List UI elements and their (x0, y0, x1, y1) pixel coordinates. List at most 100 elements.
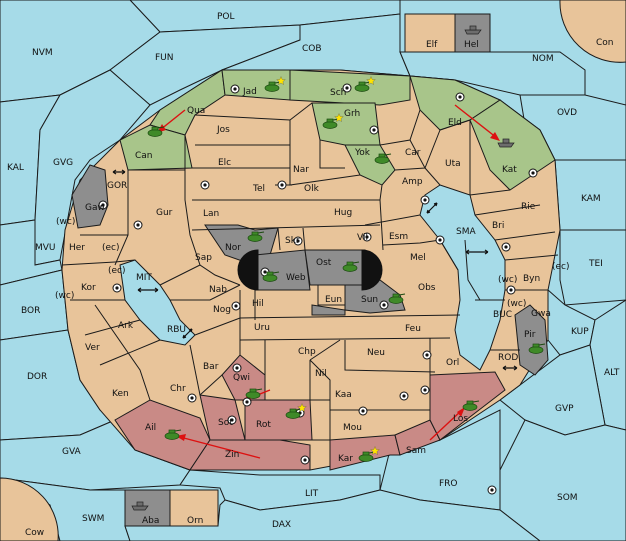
army-unit-kar[interactable] (358, 446, 380, 462)
label-kam: KAM (581, 194, 601, 204)
province-gaw[interactable] (71, 164, 109, 229)
fleet-unit-kat[interactable] (497, 138, 515, 148)
army-unit-yok[interactable] (374, 153, 392, 164)
ship-cabin-icon (502, 138, 510, 144)
tank-body-icon (388, 296, 404, 304)
units (131, 25, 546, 511)
tank-body-icon (247, 234, 263, 242)
label-cow: Cow (25, 528, 44, 538)
label-mvu: MVU (35, 243, 56, 253)
tank-gun-icon (384, 153, 392, 156)
label-eld: Eld (448, 118, 462, 128)
army-unit-ost[interactable] (342, 261, 360, 272)
fleet-unit-hel[interactable] (464, 25, 482, 35)
province-elf[interactable] (404, 13, 456, 53)
label-dax: DAX (272, 520, 291, 530)
label-gwa-wc: (wc) (507, 299, 526, 309)
label-lit: LIT (305, 489, 319, 499)
supply-center-dot (438, 238, 442, 242)
tank-turret-icon (532, 343, 540, 348)
tank-body-icon (462, 403, 478, 411)
label-kat: Kat (502, 165, 517, 175)
tank-turret-icon (392, 293, 400, 298)
label-sun: Sun (361, 295, 378, 305)
label-sam: Sam (406, 446, 426, 456)
label-ken: Ken (112, 389, 129, 399)
tank-gun-icon (255, 388, 263, 391)
label-alt: ALT (604, 368, 620, 378)
sea-mvu[interactable] (0, 219, 63, 286)
label-byn: Byn (523, 274, 540, 284)
label-nom: NOM (532, 54, 554, 64)
label-pol: POL (217, 12, 235, 22)
army-unit-ail[interactable] (164, 429, 182, 440)
label-hel: Hel (464, 40, 479, 50)
army-unit-nor[interactable] (247, 231, 265, 242)
label-mit: MIT (136, 273, 152, 283)
label-skr: Skr (285, 236, 300, 246)
label-gva: GVA (62, 447, 82, 457)
sea-sma[interactable] (419, 184, 506, 371)
supply-center-dot (234, 304, 238, 308)
label-tel: Tel (252, 184, 265, 194)
label-elf: Elf (426, 40, 438, 50)
army-unit-pir[interactable] (528, 343, 546, 354)
sea-tei[interactable] (559, 229, 626, 306)
tank-turret-icon (346, 261, 354, 266)
province-con[interactable] (559, 0, 626, 63)
label-nil: Nil (315, 369, 327, 379)
supply-center-dot (509, 288, 513, 292)
label-gaw: Gaw (85, 203, 105, 213)
label-orl: Orl (446, 358, 459, 368)
province-borders (61, 102, 559, 441)
tank-body-icon (164, 432, 180, 440)
label-con: Con (596, 38, 614, 48)
province-pir[interactable] (514, 304, 549, 376)
army-unit-grh[interactable] (322, 113, 344, 129)
army-unit-can[interactable] (147, 126, 165, 137)
tank-body-icon (285, 411, 301, 419)
army-unit-sun[interactable] (388, 293, 406, 304)
fleet-unit-aba[interactable] (131, 501, 149, 511)
province-orn[interactable] (169, 489, 219, 527)
sea-som[interactable] (499, 419, 626, 541)
army-unit-sch[interactable] (354, 76, 376, 92)
label-esm: Esm (389, 232, 408, 242)
supply-center-dot (345, 86, 349, 90)
label-rie: Rie (521, 202, 536, 212)
army-unit-jad[interactable] (264, 76, 286, 92)
supply-center-dot (361, 409, 365, 413)
label-nab: Nab (209, 285, 227, 295)
province-aba[interactable] (124, 489, 171, 527)
supply-center-dot (263, 270, 267, 274)
tank-body-icon (147, 129, 163, 137)
label-nar: Nar (293, 165, 309, 175)
label-kup: KUP (571, 327, 589, 337)
supply-center-dot (280, 183, 284, 187)
ship-hull-icon (464, 29, 482, 35)
label-nog: Nog (213, 305, 231, 315)
province-can[interactable] (119, 124, 193, 171)
army-unit-qwi[interactable] (245, 388, 263, 399)
central-capsule-ends (237, 249, 383, 291)
supply-center-dot (203, 183, 207, 187)
province-cow[interactable] (0, 477, 59, 541)
label-neu: Neu (367, 348, 385, 358)
province-nor[interactable] (204, 224, 279, 263)
label-sot: Sot (218, 418, 233, 428)
army-unit-web[interactable] (262, 271, 280, 282)
label-pir: Pir (524, 330, 536, 340)
supply-center-dot (115, 286, 119, 290)
ship-hull-icon (131, 505, 149, 511)
province-eun-grey (311, 304, 346, 316)
label-rod: ROD (498, 353, 518, 363)
army-unit-los[interactable] (462, 400, 480, 411)
sea-gvg[interactable] (34, 69, 151, 266)
tank-turret-icon (326, 118, 334, 123)
tank-turret-icon (266, 271, 274, 276)
label-ver: Ver (85, 343, 100, 353)
army-unit-rot[interactable] (285, 403, 307, 419)
label-web: Web (286, 273, 306, 283)
